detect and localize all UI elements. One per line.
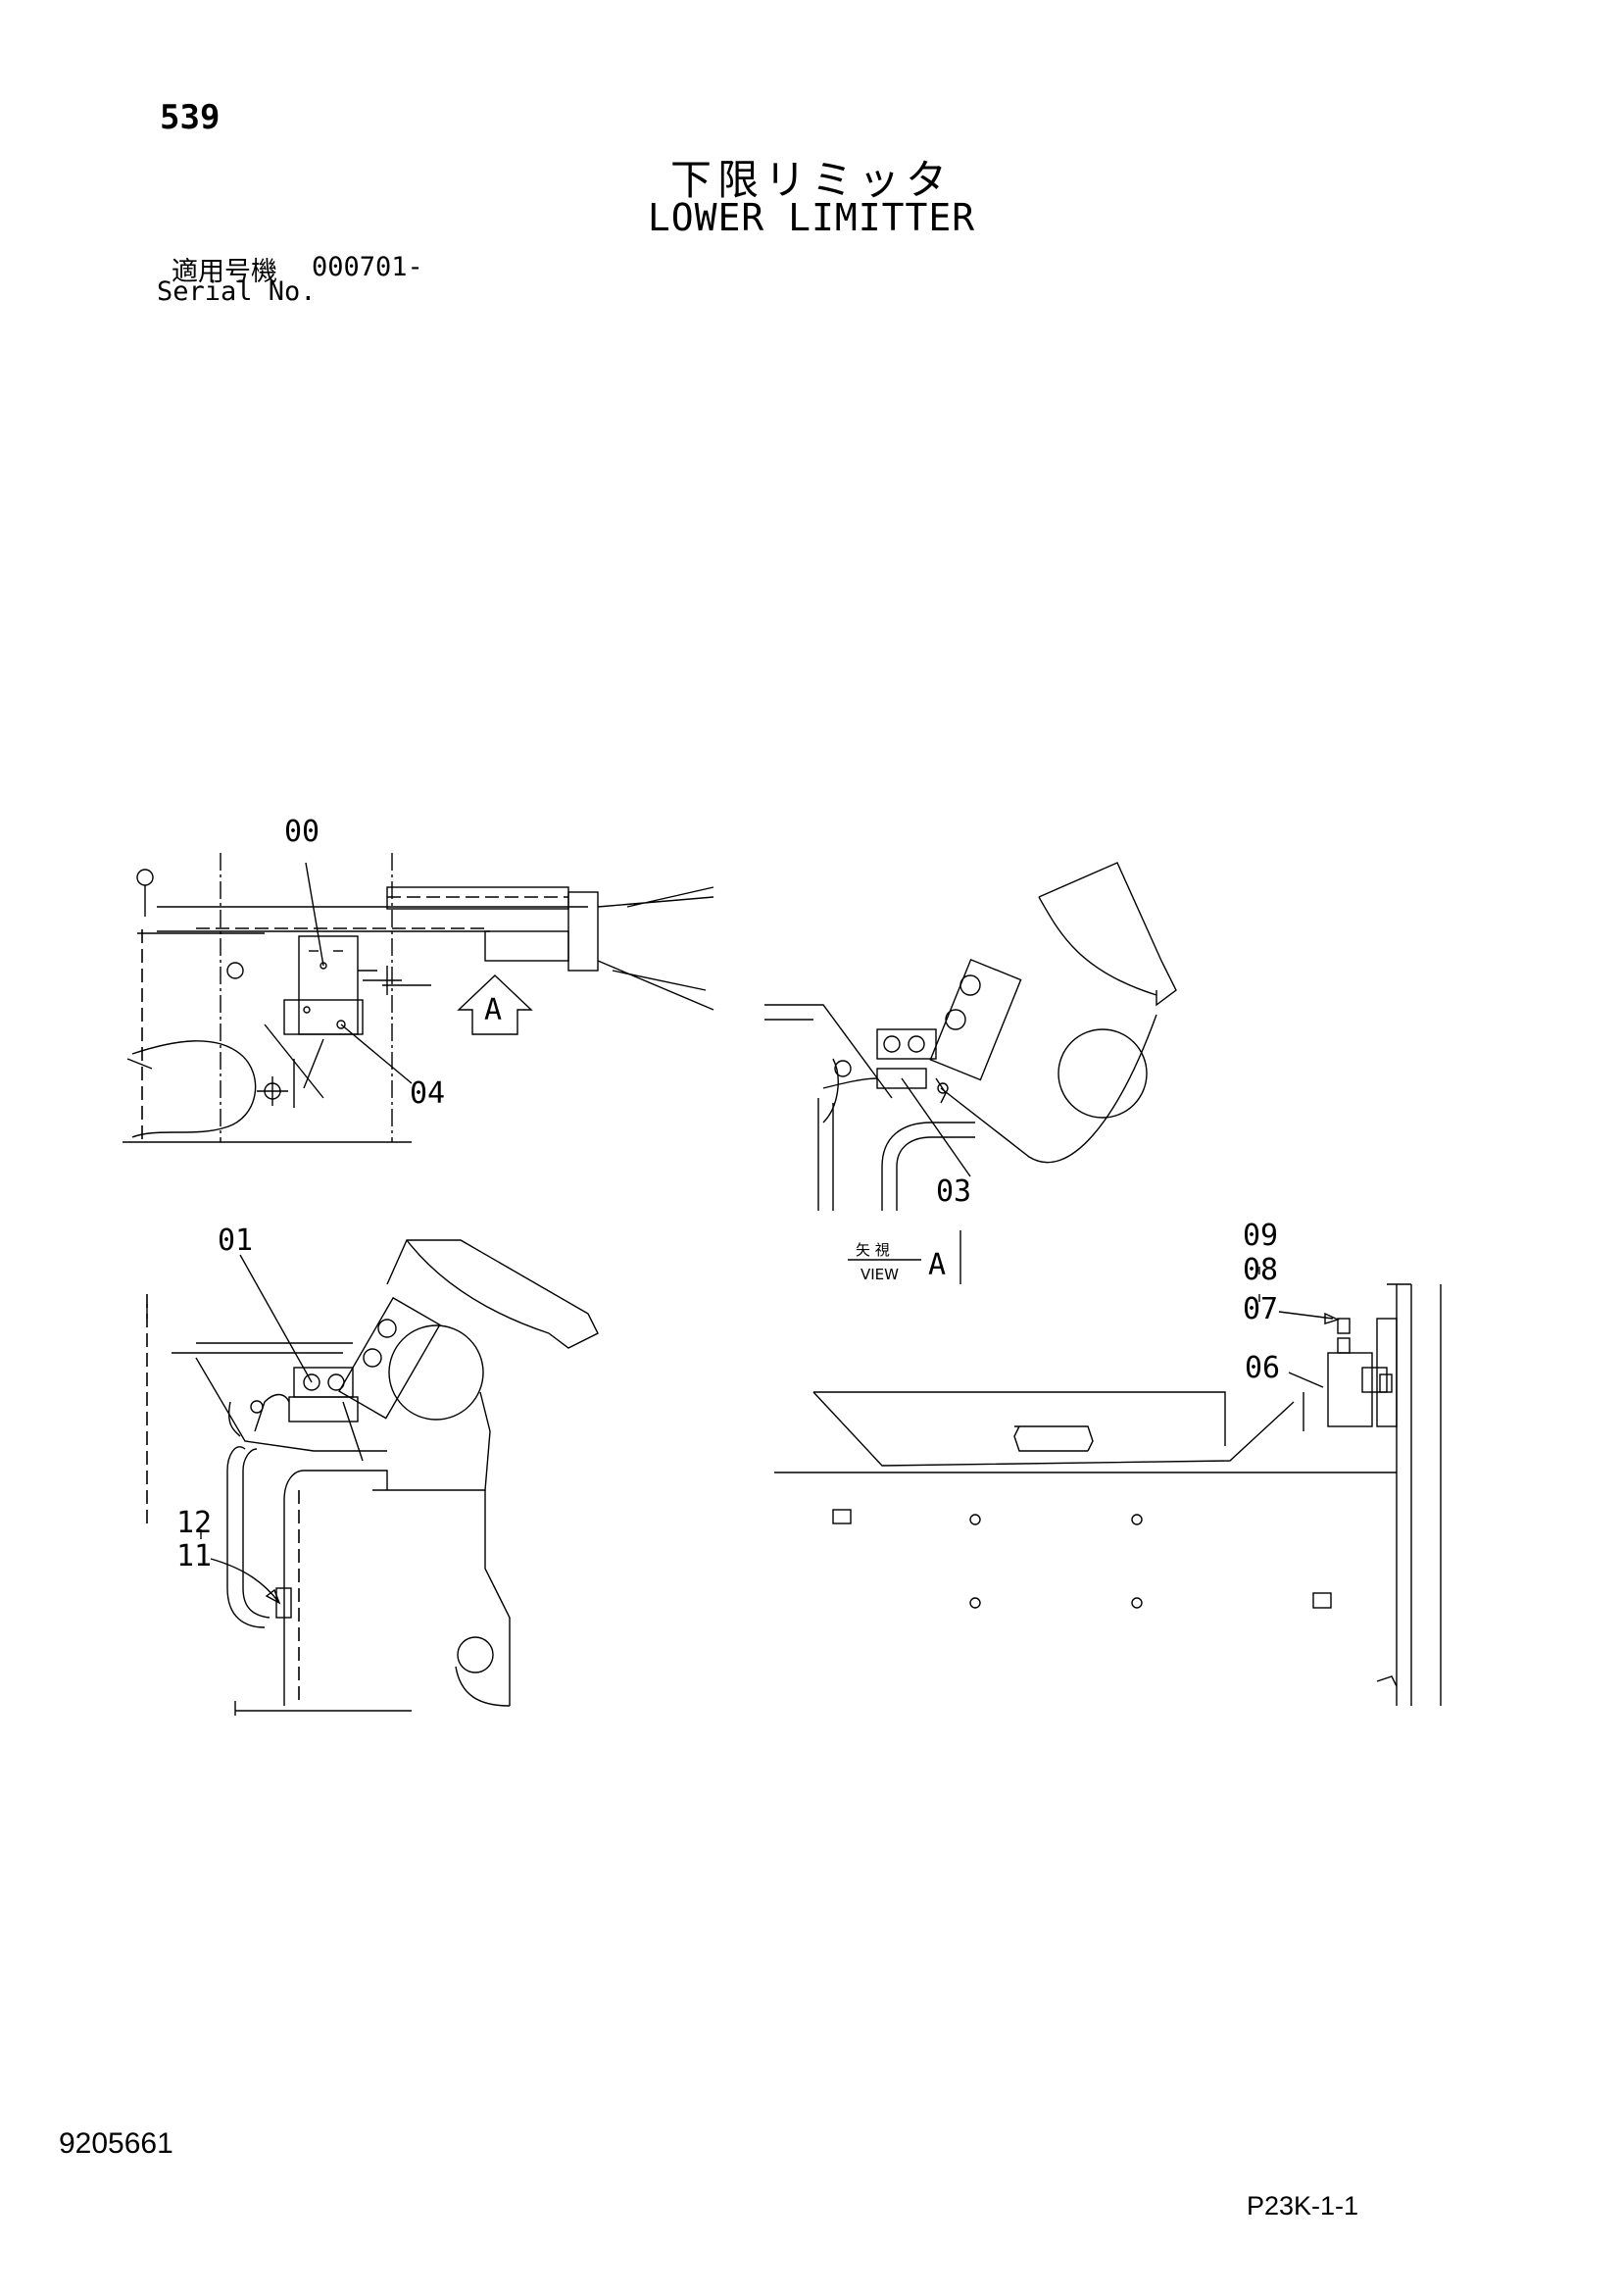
callout-07: 07 — [1243, 1292, 1278, 1326]
view-top-left — [123, 853, 714, 1143]
view-a-bottom-right — [774, 1230, 1442, 1706]
serial-label-english: Serial No. — [157, 276, 317, 307]
callout-09: 09 — [1243, 1219, 1278, 1253]
callout-06: 06 — [1245, 1351, 1280, 1385]
view-bottom-left — [146, 1239, 599, 1716]
view-arrow-letter: A — [484, 993, 502, 1027]
callout-03: 03 — [936, 1174, 971, 1209]
callout-08: 08 — [1243, 1253, 1278, 1287]
view-label-japanese: 矢 視 — [856, 1241, 890, 1259]
callout-04: 04 — [410, 1076, 445, 1111]
view-top-right — [764, 862, 1177, 1211]
title-english: LOWER LIMITTER — [647, 196, 976, 239]
callout-12: 12 — [176, 1506, 212, 1540]
serial-label-japanese: 適用号機 — [172, 257, 277, 287]
callout-11: 11 — [176, 1539, 212, 1573]
page-number: 539 — [160, 98, 221, 137]
page-code: P23K-1-1 — [1247, 2191, 1359, 2221]
callout-01: 01 — [218, 1223, 253, 1258]
callout-00: 00 — [284, 815, 320, 849]
title-japanese: 下限リミッタ — [669, 156, 953, 204]
document-number: 9205661 — [59, 2127, 173, 2160]
serial-range: 000701- — [312, 252, 423, 282]
view-label-letter: A — [928, 1248, 946, 1282]
view-label-english: VIEW — [861, 1266, 899, 1283]
